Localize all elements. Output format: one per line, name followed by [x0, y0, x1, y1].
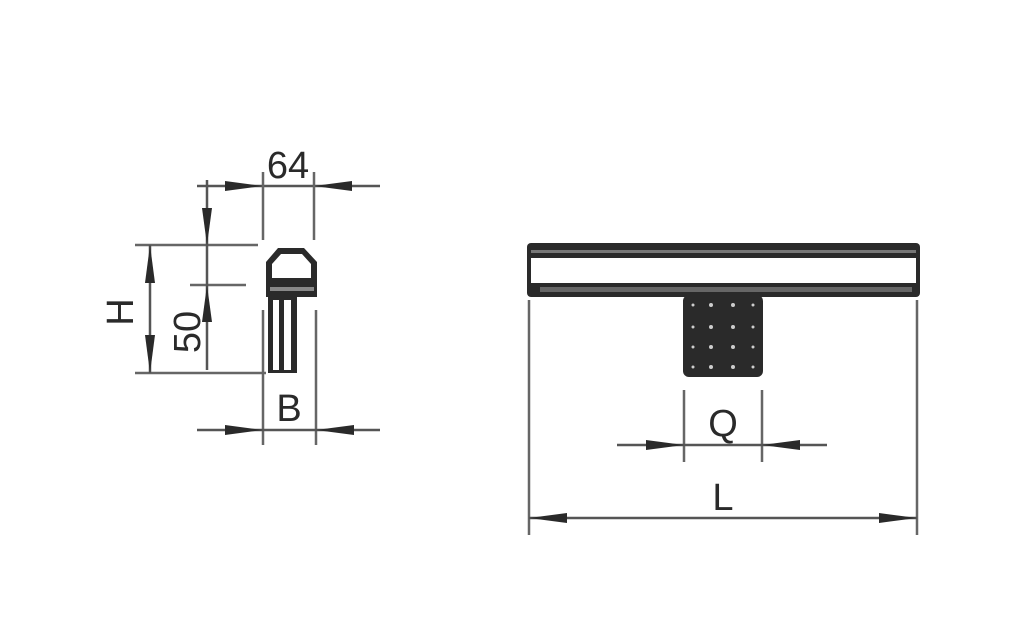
front-view: Q L [527, 243, 920, 535]
arrow [145, 245, 155, 283]
arrow [879, 513, 917, 523]
dim-label-h: H [100, 298, 142, 325]
arrow [145, 335, 155, 373]
stem-slot [273, 300, 279, 370]
handle-cap-inner [272, 254, 311, 278]
bar-strip [531, 250, 916, 253]
arrow [225, 425, 263, 435]
dim-label-b: B [276, 388, 301, 430]
arrow [316, 425, 354, 435]
handle-stem [268, 297, 297, 373]
dim-label-l: L [712, 477, 733, 519]
bar-strip [540, 287, 912, 292]
dim-label-50: 50 [167, 311, 209, 353]
dim-label-64: 64 [267, 145, 309, 187]
arrow [529, 513, 567, 523]
side-view: 64 50 H B [100, 145, 380, 445]
arrow [762, 440, 800, 450]
arrow [202, 208, 212, 245]
bar-face [531, 258, 916, 283]
stem-slot [284, 300, 291, 370]
block-dot-grid [691, 303, 755, 369]
cap-strip [270, 287, 314, 291]
arrow [314, 181, 352, 191]
arrow [202, 285, 212, 322]
arrow [646, 440, 684, 450]
arrow [225, 181, 263, 191]
dim-label-q: Q [708, 403, 738, 445]
mounting-block [683, 295, 763, 377]
